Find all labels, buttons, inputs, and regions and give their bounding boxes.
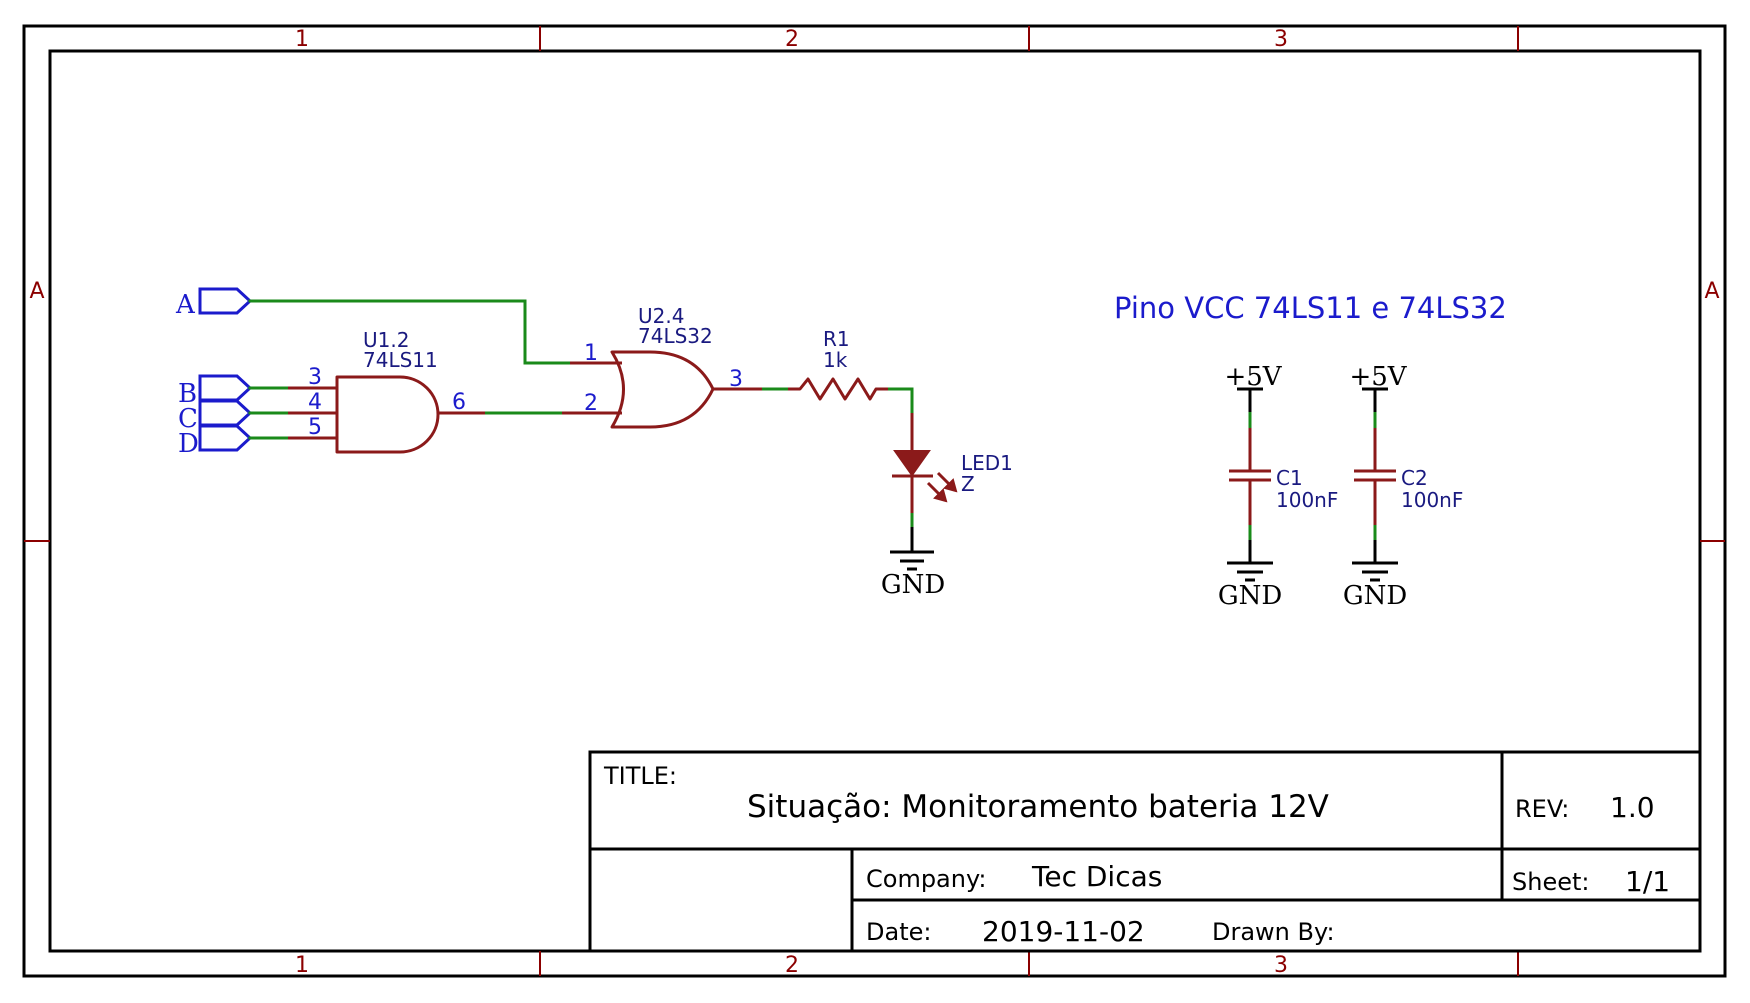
column-label: 2 <box>785 953 799 978</box>
pin-number: 2 <box>584 391 598 416</box>
date-label: Date: <box>866 918 931 946</box>
ground-label: GND <box>1218 581 1282 611</box>
row-label: A <box>29 279 44 304</box>
port-label: A <box>175 290 196 320</box>
wire-r1-led[interactable] <box>886 387 914 415</box>
port-label: D <box>178 429 199 459</box>
sheet-value: 1/1 <box>1625 865 1670 898</box>
capacitor-c1[interactable]: +5V GND C1 100nF <box>1218 362 1339 611</box>
title-label: TITLE: <box>603 762 677 790</box>
part-value: 74LS11 <box>363 348 438 372</box>
part-reference: R1 <box>823 327 850 351</box>
column-label: 1 <box>295 27 309 52</box>
and-gate-u1[interactable]: 3 4 5 6 U1.2 74LS11 <box>288 328 485 454</box>
power-label: +5V <box>1224 362 1282 392</box>
column-label: 3 <box>1274 27 1288 52</box>
part-reference: LED1 <box>961 451 1013 475</box>
part-reference: U1.2 <box>363 328 409 352</box>
power-label: +5V <box>1349 362 1407 392</box>
part-value: Z <box>961 472 975 496</box>
pin-number: 1 <box>584 341 598 366</box>
net-port-d[interactable]: D <box>178 424 253 459</box>
part-value: 1k <box>823 348 848 372</box>
resistor-icon <box>788 377 888 401</box>
resistor-r1[interactable]: R1 1k <box>788 327 888 401</box>
capacitor-c2[interactable]: +5V GND C2 100nF <box>1343 362 1464 611</box>
drawn-by-label: Drawn By: <box>1212 918 1335 946</box>
company-value: Tec Dicas <box>1031 860 1162 893</box>
net-port-c[interactable]: C <box>178 399 253 434</box>
port-label: C <box>178 404 198 434</box>
pin-number: 5 <box>308 415 322 440</box>
port-arrow-icon <box>198 287 253 315</box>
pin-number: 3 <box>308 365 322 390</box>
wire-a[interactable] <box>248 299 572 365</box>
part-value: 74LS32 <box>638 324 713 348</box>
net-port-b[interactable]: B <box>178 374 253 409</box>
sheet-title: Situação: Monitoramento bateria 12V <box>747 789 1329 825</box>
part-reference: U2.4 <box>638 304 684 328</box>
ground-symbol-led: GND <box>881 527 945 600</box>
led-icon <box>893 450 931 477</box>
part-value: 100nF <box>1276 488 1338 512</box>
column-label: 2 <box>785 27 799 52</box>
outer-border <box>22 24 1727 978</box>
ground-label: GND <box>1343 581 1407 611</box>
port-arrow-icon <box>198 374 253 402</box>
rev-label: REV: <box>1515 795 1569 823</box>
or-gate-u2[interactable]: 1 2 3 U2.4 74LS32 <box>562 304 762 429</box>
pin-number: 6 <box>452 390 466 415</box>
row-label: A <box>1704 279 1719 304</box>
column-label: 1 <box>295 953 309 978</box>
part-reference: C2 <box>1401 466 1428 490</box>
part-reference: C1 <box>1276 466 1303 490</box>
port-arrow-icon <box>198 424 253 452</box>
ground-label: GND <box>881 570 945 600</box>
and-gate-icon <box>335 375 440 454</box>
title-block-frame <box>588 750 1702 953</box>
pin-number: 4 <box>308 390 322 415</box>
or-gate-icon <box>610 350 715 429</box>
sheet-label: Sheet: <box>1512 868 1589 896</box>
wires <box>248 299 1377 542</box>
rev-value: 1.0 <box>1610 791 1655 824</box>
led-led1[interactable]: LED1 Z <box>892 413 1013 513</box>
port-label: B <box>178 379 197 409</box>
company-label: Company: <box>866 865 987 893</box>
schematic-note: Pino VCC 74LS11 e 74LS32 <box>1114 291 1507 325</box>
date-value: 2019-11-02 <box>982 915 1145 948</box>
part-value: 100nF <box>1401 488 1463 512</box>
light-emission-icon <box>926 471 958 503</box>
pin-number: 3 <box>729 367 743 392</box>
net-port-a[interactable]: A <box>175 287 253 320</box>
sheet-frame: 1 2 3 1 2 3 A A <box>22 24 1727 978</box>
port-arrow-icon <box>198 399 253 427</box>
column-label: 3 <box>1274 953 1288 978</box>
title-block: TITLE: Situação: Monitoramento bateria 1… <box>588 750 1702 953</box>
